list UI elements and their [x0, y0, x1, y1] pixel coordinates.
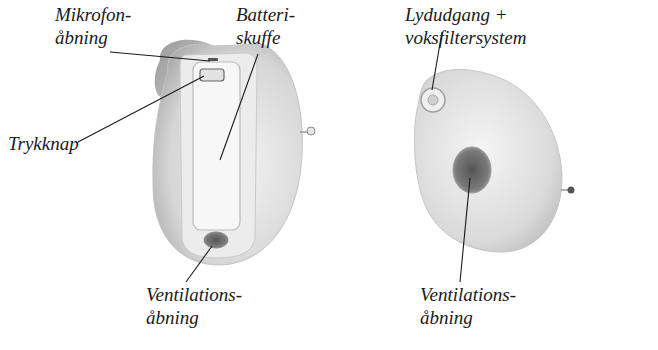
removal-knob — [568, 187, 575, 194]
shell — [153, 44, 302, 265]
part-label: Trykknap — [8, 133, 118, 156]
leader-line — [110, 52, 210, 61]
faceplate — [180, 53, 257, 258]
part-label: Mikrofon- åbning — [55, 4, 147, 50]
leader-line — [460, 178, 470, 282]
vent-opening — [453, 147, 491, 193]
vent-opening — [204, 232, 228, 248]
hearing-aid-front — [153, 40, 315, 265]
battery-drawer — [193, 62, 240, 230]
push-button — [200, 69, 224, 81]
sound-outlet — [421, 88, 445, 112]
part-label: Ventilations- åbning — [420, 284, 542, 330]
hearing-aid-tip — [414, 69, 574, 252]
leader-line — [220, 54, 258, 160]
part-label: Batteri- skuffe — [236, 4, 312, 50]
part-label: Ventilations- åbning — [146, 284, 268, 330]
leader-line — [78, 76, 204, 142]
removal-knob — [307, 127, 315, 135]
shell — [414, 69, 562, 252]
part-label: Lydudgang + voksfiltersystem — [405, 4, 555, 50]
wax-filter — [428, 95, 438, 105]
leader-line — [186, 246, 212, 282]
leader-lines — [78, 32, 470, 282]
